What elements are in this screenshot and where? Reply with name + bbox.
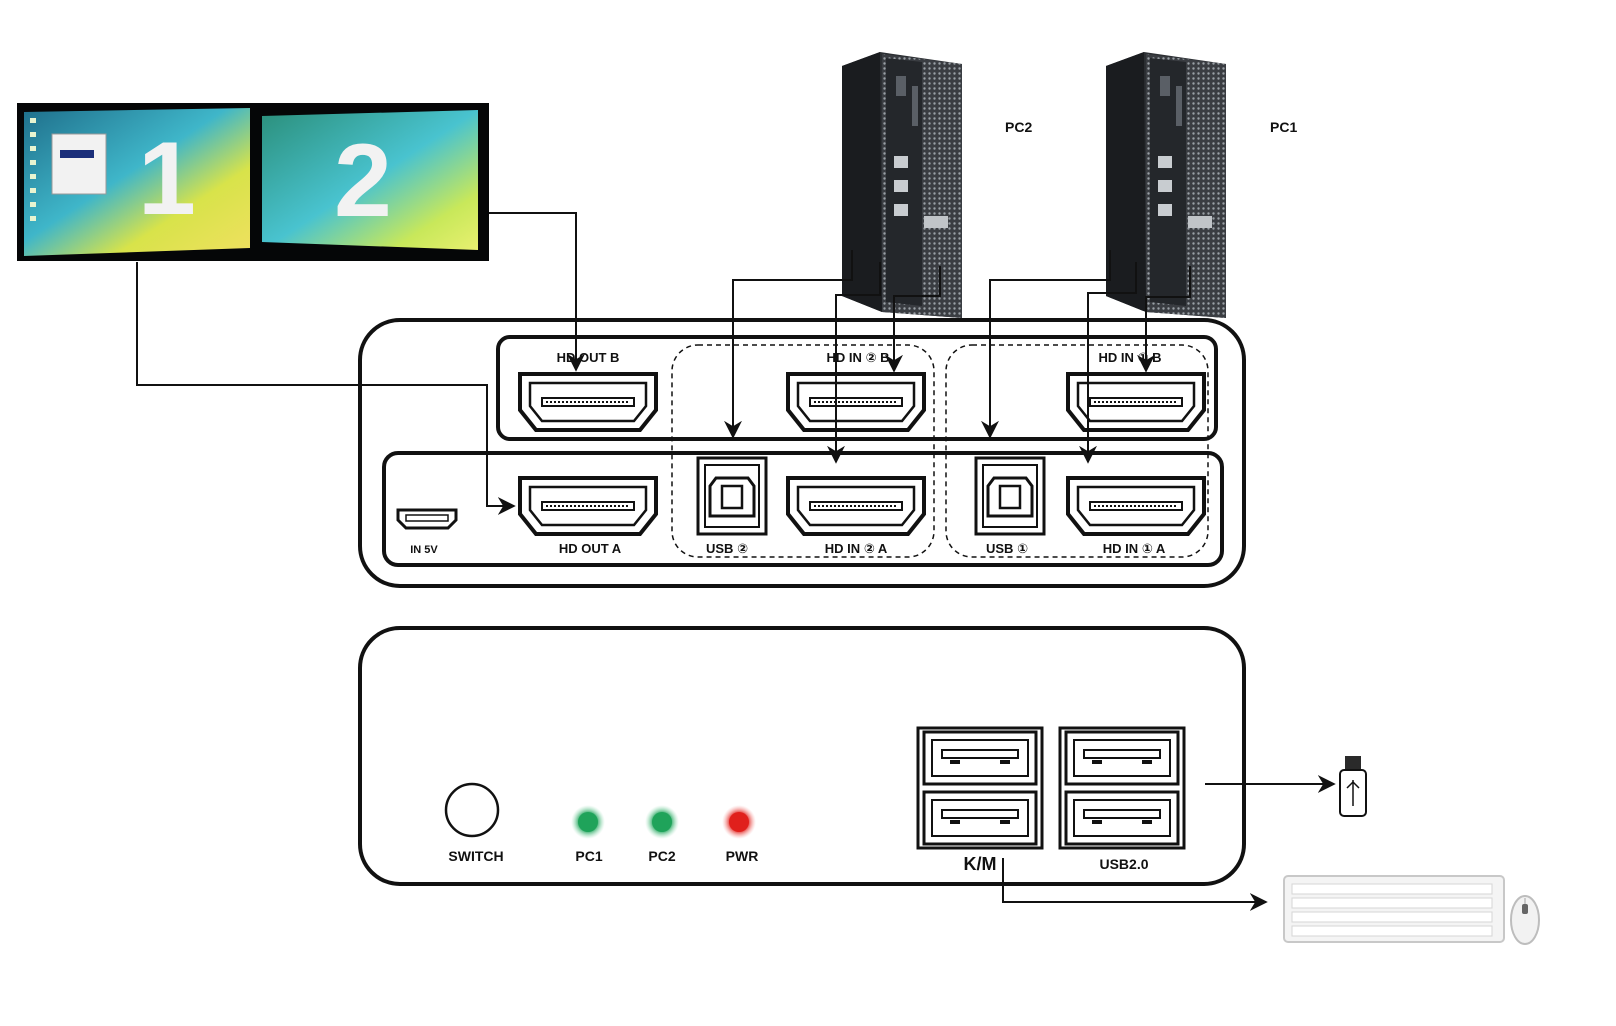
hd-out-a-label: HD OUT A	[559, 541, 622, 556]
km-usb-port-top[interactable]	[922, 730, 1038, 786]
switch-button[interactable]	[444, 782, 500, 838]
usb-1-port[interactable]	[974, 456, 1046, 536]
pc1-tower	[1106, 52, 1226, 318]
cable-monitor-to-hd-out-a	[136, 262, 516, 515]
pc1-led	[578, 812, 598, 832]
dual-monitor: 1 2	[17, 103, 489, 261]
screen-1-label: 1	[138, 121, 196, 237]
hd-in-1-a-label: HD IN ① A	[1103, 541, 1166, 556]
hd-out-a-port[interactable]	[518, 476, 658, 536]
kvm-back-panel: HD OUT B HD IN ② B HD IN ① B IN 5V HD OU…	[358, 318, 1246, 588]
usb20-port-bottom[interactable]	[1064, 790, 1180, 846]
hd-in-1-a-port[interactable]	[1066, 476, 1206, 536]
hd-in-2-a-port[interactable]	[786, 476, 926, 536]
switch-label: SWITCH	[448, 848, 503, 864]
keyboard-icon	[1283, 875, 1505, 943]
pc1-label: PC1	[1270, 119, 1297, 135]
hd-in-2-b-label: HD IN ② B	[826, 350, 889, 365]
cable-pc2-to-hd-in-2-b	[885, 266, 941, 373]
cable-monitor-to-hd-out-b	[489, 212, 585, 372]
usb20-port-top[interactable]	[1064, 730, 1180, 786]
usb-1-label: USB ①	[986, 541, 1028, 556]
usb20-label: USB2.0	[1099, 856, 1148, 872]
screen-2-label: 2	[334, 123, 392, 239]
km-usb-port-bottom[interactable]	[922, 790, 1038, 846]
cable-pc2-to-usb-2	[724, 250, 853, 439]
desktop-icons	[30, 118, 36, 221]
hd-in-2-a-label: HD IN ② A	[825, 541, 888, 556]
cables	[136, 212, 1336, 911]
cable-km-to-keyboard	[1002, 858, 1268, 911]
cable-pc2-to-hd-in-2-a	[827, 262, 881, 464]
desktop-window	[51, 133, 107, 195]
pc2-label: PC2	[1005, 119, 1032, 135]
led-pwr-label: PWR	[726, 848, 759, 864]
power-in-port[interactable]	[396, 508, 458, 530]
cable-pc1-to-usb-1	[981, 250, 1111, 439]
hd-in-1-b-label: HD IN ① B	[1098, 350, 1161, 365]
power-in-label: IN 5V	[410, 544, 438, 556]
usb-flash-drive-icon	[1339, 756, 1367, 817]
usb-2-label: USB ②	[706, 541, 748, 556]
cable-pc1-to-hd-in-1-b	[1137, 266, 1191, 373]
cable-pc1-to-hd-in-1-a	[1079, 262, 1137, 464]
led-pc2-label: PC2	[648, 848, 675, 864]
usb-2-port[interactable]	[696, 456, 768, 536]
mouse-icon	[1510, 895, 1540, 945]
hd-out-b-label: HD OUT B	[557, 350, 620, 365]
led-pc1-label: PC1	[575, 848, 602, 864]
kvm-front-panel: SWITCH PC1 PC2 PWR K/M USB2.0	[358, 626, 1246, 886]
pc2-tower	[842, 52, 962, 318]
hd-in-2-b-port[interactable]	[786, 372, 926, 432]
pwr-led	[729, 812, 749, 832]
hd-out-b-port[interactable]	[518, 372, 658, 432]
km-label: K/M	[964, 854, 997, 874]
pc2-led	[652, 812, 672, 832]
